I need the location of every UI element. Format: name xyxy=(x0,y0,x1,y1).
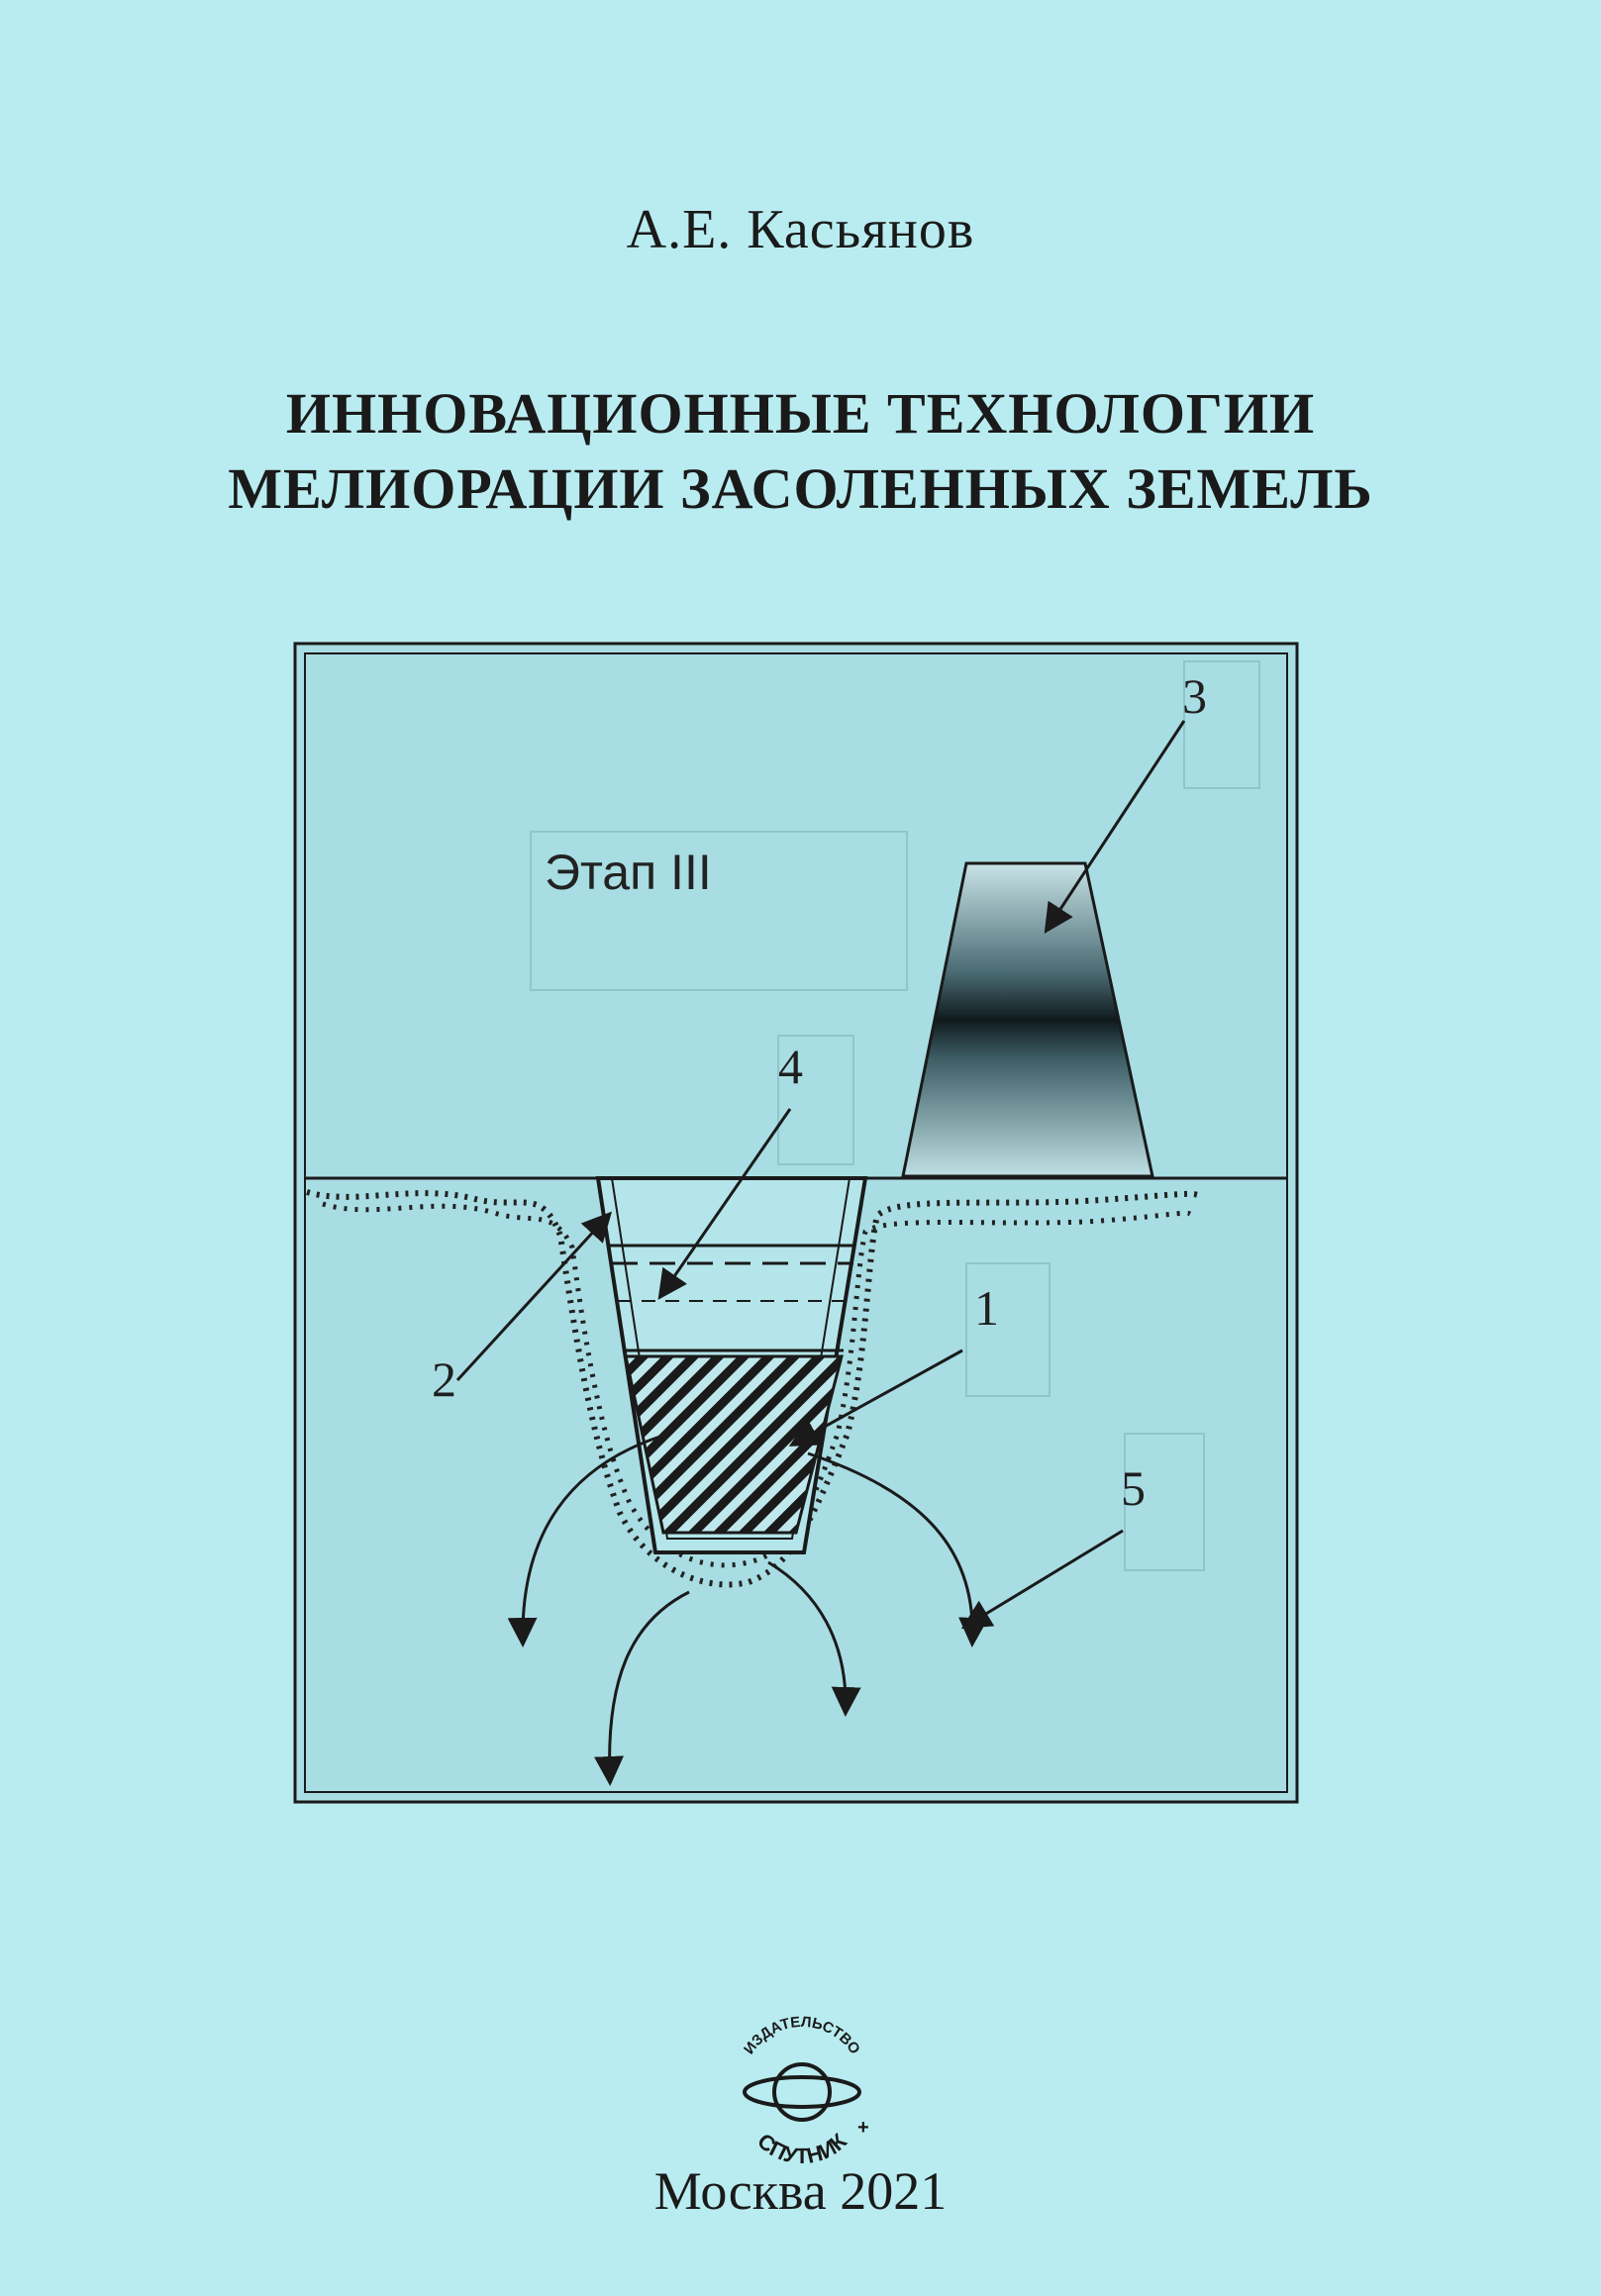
label-3: 3 xyxy=(1182,668,1207,724)
stage-label: Этап III xyxy=(545,845,712,900)
svg-text:ИЗДАТЕЛЬСТВО: ИЗДАТЕЛЬСТВО xyxy=(741,2014,863,2058)
book-title: ИННОВАЦИОННЫЕ ТЕХНОЛОГИИ МЕЛИОРАЦИИ ЗАСО… xyxy=(0,376,1601,527)
city-year: Москва 2021 xyxy=(653,2161,948,2221)
publisher-plus: + xyxy=(857,2117,869,2139)
label-4: 4 xyxy=(778,1039,803,1094)
publisher-arc-text: ИЗДАТЕЛЬСТВО xyxy=(741,2014,863,2058)
reclamation-diagram: Этап III 3 4 2 1 5 xyxy=(293,642,1299,1804)
label-2: 2 xyxy=(432,1351,456,1407)
title-line-1: ИННОВАЦИОННЫЕ ТЕХНОЛОГИИ xyxy=(285,381,1316,446)
title-line-2: МЕЛИОРАЦИИ ЗАСОЛЕННЫХ ЗЕМЕЛЬ xyxy=(228,456,1373,521)
dotted-boundary-2 xyxy=(322,1201,1192,1568)
label-1: 1 xyxy=(974,1280,999,1336)
soil-mound xyxy=(901,861,1154,1178)
author-name: А.Е. Касьянов xyxy=(626,199,975,260)
dotted-boundary-1 xyxy=(306,1189,1202,1588)
cover-illustration: Этап III 3 4 2 1 5 xyxy=(293,642,1299,1804)
publisher-logo: ИЗДАТЕЛЬСТВО СПУТНИК + xyxy=(713,1995,891,2173)
sputnik-logo-icon: ИЗДАТЕЛЬСТВО СПУТНИК + xyxy=(741,2014,869,2168)
label-5: 5 xyxy=(1121,1460,1146,1516)
hatched-fill xyxy=(624,1354,844,1535)
